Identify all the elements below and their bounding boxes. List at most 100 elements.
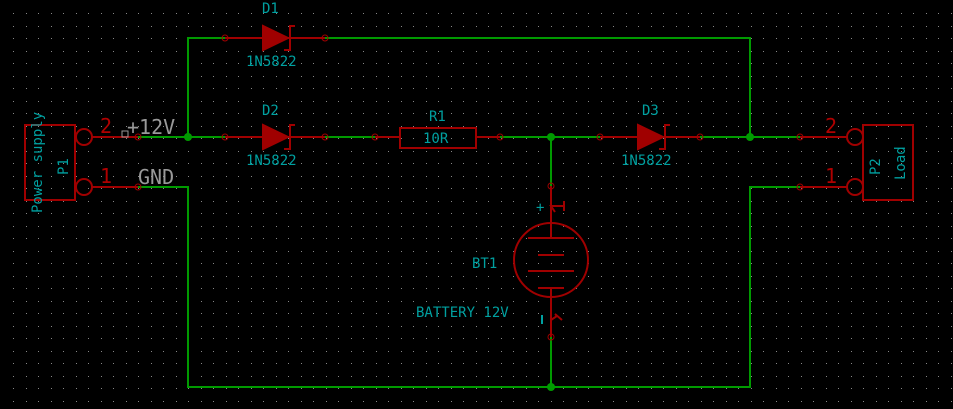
grid-dot [363,138,364,139]
grid-dot [163,213,164,214]
connector-p2[interactable]: 2 1 P2 Load [796,114,914,201]
grid-dot [601,26,602,27]
net-label-gnd[interactable]: GND [138,165,174,189]
grid-dot [726,88,727,89]
grid-dot [401,238,402,239]
grid-dot [901,13,902,14]
grid-dot [588,338,589,339]
grid-dot [13,363,14,364]
grid-dot [913,76,914,77]
grid-dot [526,188,527,189]
grid-dot [113,51,114,52]
wire-d1-top[interactable] [187,37,225,137]
grid-dot [526,138,527,139]
grid-dot [726,226,727,227]
grid-dot [776,201,777,202]
resistor-r1[interactable]: R1 10R [371,109,504,149]
grid-dot [801,213,802,214]
grid-dot [338,163,339,164]
grid-dot [763,326,764,327]
grid-dot [276,363,277,364]
diode-d3[interactable]: D3 1N5822 [596,103,704,169]
grid-dot [213,88,214,89]
grid-dot [426,313,427,314]
grid-dot [163,201,164,202]
wire-d1-right[interactable] [325,37,751,137]
grid-dot [613,226,614,227]
grid-dot [938,26,939,27]
grid-dot [276,313,277,314]
diode-d2[interactable]: D2 1N5822 [221,103,329,169]
grid-dot [463,201,464,202]
diode-d1[interactable]: D1 1N5822 [221,1,329,70]
grid-dot [376,301,377,302]
grid-dot [463,113,464,114]
grid-dot [538,363,539,364]
grid-dot [176,76,177,77]
grid-dot [376,76,377,77]
grid-dot [76,388,77,389]
grid-dot [826,288,827,289]
grid-dot [826,313,827,314]
grid-dot [51,201,52,202]
grid-dot [701,138,702,139]
grid-dot [88,38,89,39]
grid-dot [138,276,139,277]
grid-dot [751,176,752,177]
net-label-12v[interactable]: +12V [127,115,175,139]
grid-dot [38,301,39,302]
grid-dot [38,201,39,202]
grid-dot [863,38,864,39]
grid-dot [788,313,789,314]
grid-dot [926,63,927,64]
grid-dot [326,63,327,64]
grid-dot [188,151,189,152]
grid-dot [913,201,914,202]
grid-dot [626,401,627,402]
connector-p1[interactable]: 2 1 Power supply P1 [24,112,142,213]
grid-dot [51,163,52,164]
grid-dot [13,251,14,252]
grid-dot [163,163,164,164]
battery-bt1[interactable]: + BT1 BATTERY 12V [416,182,589,341]
grid-dot [113,251,114,252]
grid-dot [613,251,614,252]
grid-dot [763,301,764,302]
grid-dot [338,63,339,64]
grid-dot [651,376,652,377]
grid-dot [351,13,352,14]
wire-gnd[interactable] [138,186,800,388]
grid-dot [438,113,439,114]
grid-dot [313,276,314,277]
grid-dot [801,363,802,364]
grid-dot [213,351,214,352]
grid-dot [838,251,839,252]
grid-dot [63,288,64,289]
grid-dot [263,188,264,189]
grid-dot [288,213,289,214]
grid-dot [13,401,14,402]
grid-dot [788,276,789,277]
grid-dot [51,326,52,327]
grid-dot [476,276,477,277]
grid-dot [201,388,202,389]
grid-dot [501,263,502,264]
grid-dot [751,76,752,77]
grid-dot [576,201,577,202]
grid-dot [38,288,39,289]
grid-dot [663,201,664,202]
grid-dot [663,313,664,314]
grid-dot [551,401,552,402]
grid-dot [801,151,802,152]
grid-dot [576,151,577,152]
grid-dot [13,126,14,127]
grid-dot [138,226,139,227]
grid-dot [838,163,839,164]
grid-dot [801,88,802,89]
grid-dot [251,163,252,164]
grid-dot [938,51,939,52]
grid-dot [576,163,577,164]
grid-dot [226,338,227,339]
grid-dot [776,88,777,89]
